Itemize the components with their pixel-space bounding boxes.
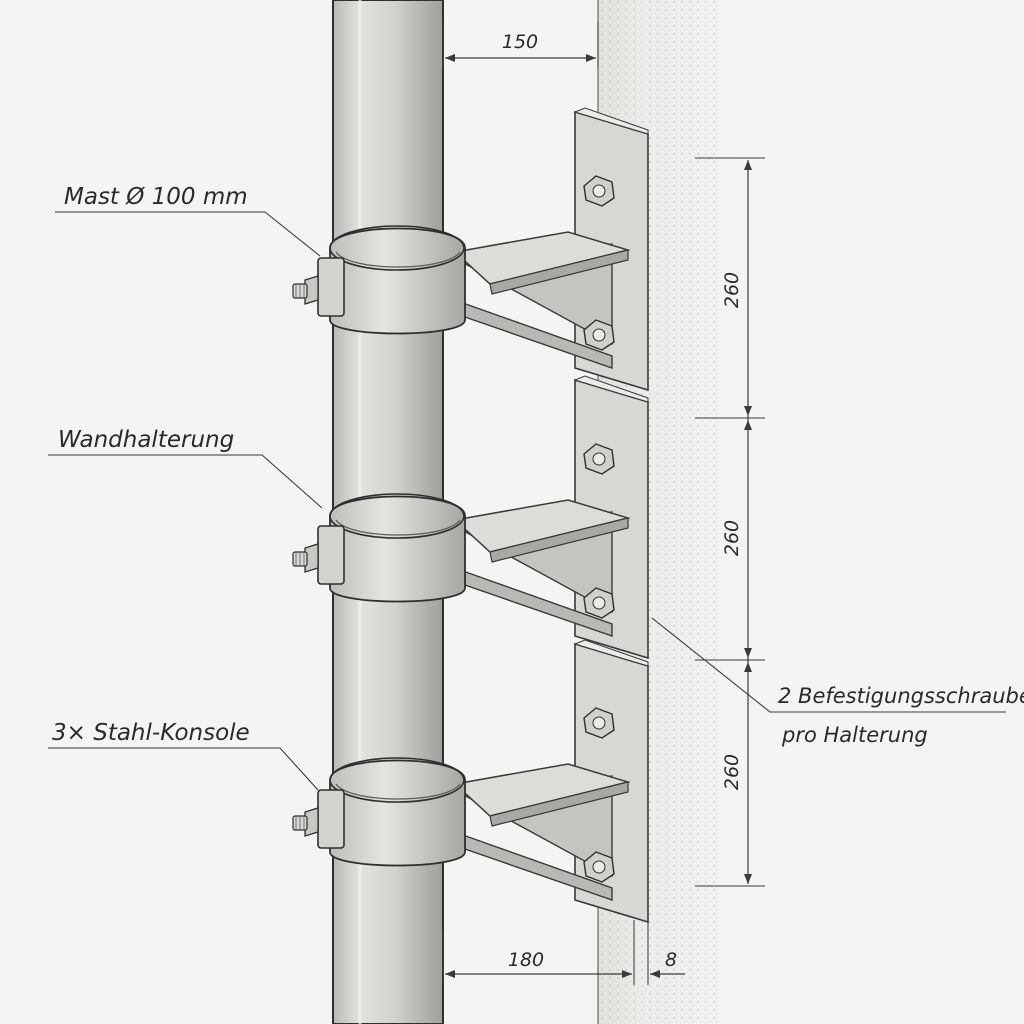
dim-offset-top: 150 <box>442 22 599 68</box>
label-wall-bracket: Wandhalterung <box>58 427 234 453</box>
dim-plate-thickness: 8 <box>665 949 677 971</box>
dim-vertical-chain: 260 260 260 <box>695 157 765 887</box>
dim-offset-top-value: 150 <box>502 31 538 53</box>
dim-spacing-1: 260 <box>721 272 743 308</box>
label-mast: Mast Ø 100 mm <box>64 184 248 210</box>
dim-spacing-2: 260 <box>721 520 743 556</box>
label-screws-line2: pro Halterung <box>781 723 928 747</box>
dim-spacing-3: 260 <box>721 754 743 790</box>
leader-lines <box>48 211 1006 791</box>
label-screws-line1: 2 Befestigungsschrauben <box>778 684 1024 708</box>
dim-arm-length: 180 <box>508 949 544 971</box>
dim-bottom: 180 8 <box>442 920 685 985</box>
label-console: 3× Stahl-Konsole <box>52 720 250 746</box>
